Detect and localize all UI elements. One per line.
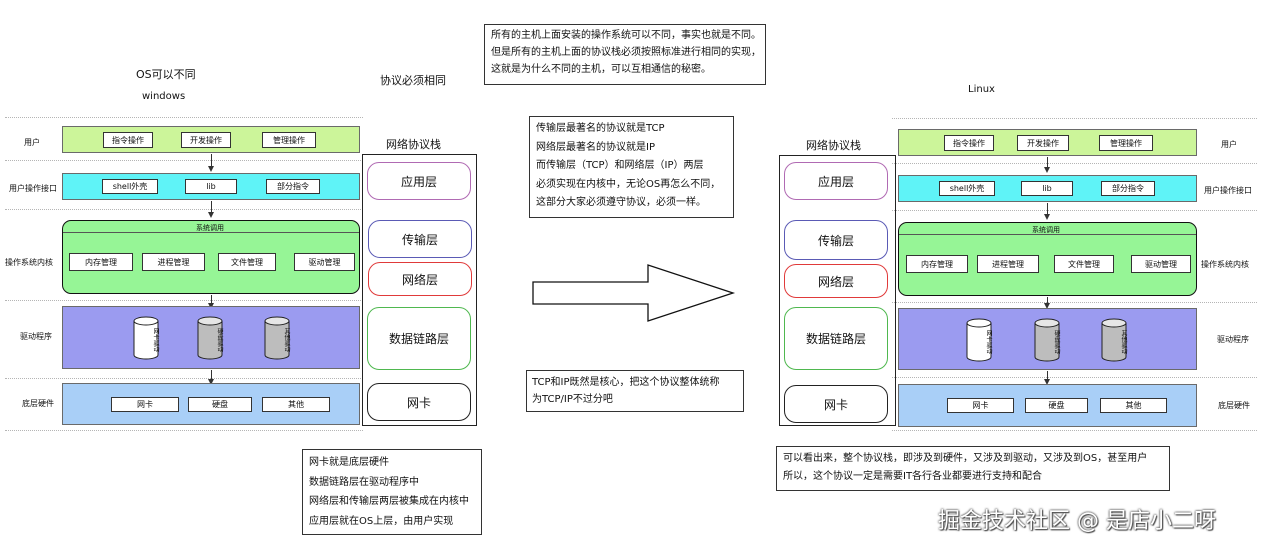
right-ui-item: lib	[1021, 181, 1073, 196]
left-nic-driver-cylinder: 网卡驱动	[133, 316, 159, 360]
left-ui-item: 部分指令	[266, 179, 320, 194]
left-hw-item: 网卡	[111, 397, 179, 412]
right-os-title: Linux	[968, 84, 995, 95]
right-row-label-hw: 底层硬件	[1218, 401, 1250, 410]
left-divider	[5, 117, 363, 118]
right-user-item: 开发操作	[1017, 135, 1069, 151]
watermark: 掘金技术社区 @ 是店小二呀	[938, 509, 1216, 534]
left-arrow	[208, 370, 214, 385]
left-layer-application: 应用层	[367, 162, 471, 200]
left-divider	[5, 160, 363, 161]
left-kernel-item: 内存管理	[69, 253, 133, 271]
right-syscall-divider	[899, 234, 1196, 235]
right-divider	[892, 163, 1257, 164]
right-kernel-item: 驱动管理	[1131, 255, 1191, 273]
right-row-label-kernel: 操作系统内核	[1201, 260, 1249, 269]
right-layer-transport: 传输层	[784, 220, 888, 260]
right-arrow	[1044, 157, 1050, 173]
left-arrow	[208, 201, 214, 218]
right-user-item: 指令操作	[944, 135, 994, 151]
middle-title: 协议必须相同	[380, 74, 446, 87]
left-divider	[5, 378, 363, 379]
left-user-item: 管理操作	[262, 132, 316, 148]
right-kernel-item: 进程管理	[977, 255, 1039, 273]
right-ui-item: 部分指令	[1101, 181, 1155, 196]
right-layer-network: 网络层	[784, 264, 888, 298]
left-ui-item: lib	[185, 179, 237, 194]
left-arrow	[208, 154, 214, 172]
left-user-item: 指令操作	[103, 132, 153, 148]
left-ui-item: shell外壳	[102, 179, 158, 194]
left-layer-transport: 传输层	[368, 220, 472, 258]
left-layer-nic: 网卡	[367, 383, 471, 421]
left-divider	[5, 300, 363, 301]
left-divider	[5, 209, 363, 210]
right-protocol-stack	[779, 155, 896, 426]
note-core: TCP和IP既然是核心，把这个协议整体统称 为TCP/IP不过分吧	[526, 370, 744, 412]
left-stack-title: 网络协议栈	[386, 138, 441, 151]
right-divider	[892, 302, 1257, 303]
left-user-item: 开发操作	[181, 132, 231, 148]
right-divider	[892, 118, 1257, 119]
left-os-title: OS可以不同	[136, 68, 196, 81]
left-syscall-label: 系统调用	[196, 224, 224, 232]
left-row-label-driver: 驱动程序	[20, 332, 52, 341]
left-divider	[5, 430, 363, 431]
right-stack-title: 网络协议栈	[806, 139, 861, 152]
right-hw-item: 其他	[1100, 398, 1167, 413]
right-kernel-item: 文件管理	[1054, 255, 1114, 273]
left-other-driver-cylinder: 其他驱动	[264, 316, 290, 360]
right-row-label-user: 用户	[1221, 140, 1237, 149]
right-layer-nic: 网卡	[784, 385, 888, 423]
left-row-label-user: 用户	[24, 138, 40, 147]
right-arrow	[1044, 297, 1050, 309]
left-kernel-item: 进程管理	[142, 253, 205, 271]
right-kernel-item: 内存管理	[906, 255, 968, 273]
note-top: 所有的主机上面安装的操作系统可以不同，事实也就是不同。 但是所有的主机上面的协议…	[484, 24, 766, 85]
left-kernel-item: 驱动管理	[294, 253, 355, 271]
left-row-label-hw: 底层硬件	[22, 399, 54, 408]
right-hw-item: 网卡	[947, 398, 1014, 413]
left-disk-driver-cylinder: 硬盘驱动	[197, 316, 223, 360]
left-arrow	[208, 295, 214, 309]
right-divider	[892, 430, 1257, 431]
note-layers: 网卡就是底层硬件 数据链路层在驱动程序中 网络层和传输层两层被集成在内核中 应用…	[302, 449, 482, 535]
right-row-label-driver: 驱动程序	[1217, 335, 1249, 344]
right-layer-application: 应用层	[784, 162, 888, 200]
right-syscall-label: 系统调用	[1032, 226, 1060, 234]
left-layer-network: 网络层	[368, 262, 472, 296]
right-ui-item: shell外壳	[939, 181, 995, 196]
left-syscall-divider	[63, 232, 359, 233]
left-layer-datalink: 数据链路层	[367, 307, 471, 370]
right-divider	[892, 377, 1257, 378]
right-nic-driver-cylinder: 网卡驱动	[966, 318, 992, 362]
right-disk-driver-cylinder: 硬盘驱动	[1034, 318, 1060, 362]
note-tcpip: 传输层最著名的协议就是TCP 网络层最著名的协议就是IP 而传输层（TCP）和网…	[529, 116, 734, 218]
big-arrow-icon	[532, 264, 736, 322]
right-divider	[892, 210, 1257, 211]
right-arrow	[1044, 371, 1050, 385]
left-hw-item: 其他	[262, 397, 330, 412]
left-protocol-stack	[362, 154, 477, 426]
note-bottom-right: 可以看出来，整个协议栈，即涉及到硬件，又涉及到驱动，又涉及到OS，甚至用户 所以…	[776, 446, 1170, 491]
right-hw-item: 硬盘	[1025, 398, 1088, 413]
right-other-driver-cylinder: 其他驱动	[1101, 318, 1127, 362]
right-arrow	[1044, 203, 1050, 220]
right-row-label-ui: 用户操作接口	[1204, 186, 1252, 195]
left-kernel-item: 文件管理	[218, 253, 276, 271]
right-layer-datalink: 数据链路层	[784, 307, 888, 370]
left-row-label-kernel: 操作系统内核	[5, 258, 53, 267]
left-os-subtitle: windows	[142, 91, 186, 102]
left-row-label-ui: 用户操作接口	[9, 184, 57, 193]
right-user-item: 管理操作	[1099, 135, 1153, 151]
left-hw-item: 硬盘	[188, 397, 252, 412]
